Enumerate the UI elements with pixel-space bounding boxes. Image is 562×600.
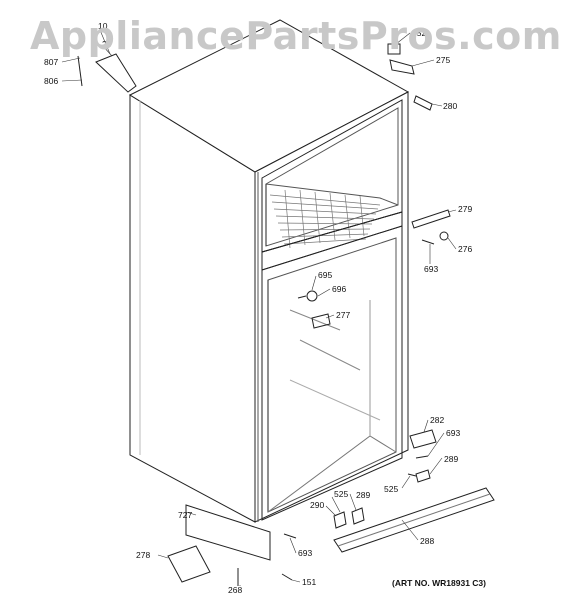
part-693-screw: [422, 240, 434, 244]
part-696-button: [307, 291, 317, 301]
freezer-shelf-grid: [270, 190, 380, 248]
top-tube-parts: [78, 54, 136, 92]
fresh-food-compartment: [262, 226, 402, 520]
watermark-logo-text: AppliancePartsPros.com: [30, 14, 562, 58]
art-number: (ART NO. WR18931 C3): [392, 578, 486, 588]
callout-693-lower: 693: [298, 548, 313, 558]
callout-279: 279: [458, 204, 473, 214]
cabinet-shell: [130, 20, 408, 522]
part-275-hinge: [390, 60, 414, 74]
parts-hardware: [168, 44, 450, 586]
part-289-foot: [416, 470, 430, 482]
part-290-roller: [334, 512, 346, 528]
part-288-grille: [334, 488, 494, 552]
part-552-screw: [388, 44, 400, 54]
callout-807: 807: [44, 57, 59, 67]
callout-693-upper: 693: [424, 264, 439, 274]
part-151-screw: [282, 574, 292, 580]
callout-275: 275: [436, 55, 451, 65]
callout-806: 806: [44, 76, 59, 86]
callout-727: 727: [178, 510, 193, 520]
callout-151: 151: [302, 577, 317, 587]
part-693-screw-bottom: [284, 534, 296, 538]
callout-290: 290: [310, 500, 325, 510]
base-grille: [186, 488, 494, 560]
callout-278: 278: [136, 550, 151, 560]
callout-525-left: 525: [334, 489, 349, 499]
part-807-tube: [78, 56, 82, 86]
callout-696: 696: [332, 284, 347, 294]
part-278-compressor-mount: [168, 546, 210, 582]
callout-280: 280: [443, 101, 458, 111]
part-289-foot-left: [352, 508, 364, 524]
part-20-tube: [96, 54, 136, 92]
part-276-cap: [440, 232, 448, 240]
callout-282: 282: [430, 415, 445, 425]
part-727-bracket: [186, 505, 270, 560]
callout-552: 552: [412, 28, 427, 38]
part-693-screw-lower: [416, 456, 428, 458]
callout-693-middle: 693: [446, 428, 461, 438]
callout-276: 276: [458, 244, 473, 254]
callout-289-left: 289: [356, 490, 371, 500]
callout-277: 277: [336, 310, 351, 320]
part-525-screw: [408, 474, 416, 476]
callout-288: 288: [420, 536, 435, 546]
callout-289-right: 289: [444, 454, 459, 464]
part-277-cover: [312, 314, 330, 328]
callout-20: 20: [102, 39, 112, 49]
part-280-cover: [414, 96, 432, 110]
part-279-bracket: [412, 210, 450, 228]
callout-268: 268: [228, 585, 243, 595]
callout-10: 10: [98, 21, 108, 31]
callout-525-right: 525: [384, 484, 399, 494]
leader-lines: [62, 30, 456, 586]
callout-695: 695: [318, 270, 333, 280]
part-282-hinge: [410, 430, 436, 448]
part-695-screw: [298, 296, 306, 298]
